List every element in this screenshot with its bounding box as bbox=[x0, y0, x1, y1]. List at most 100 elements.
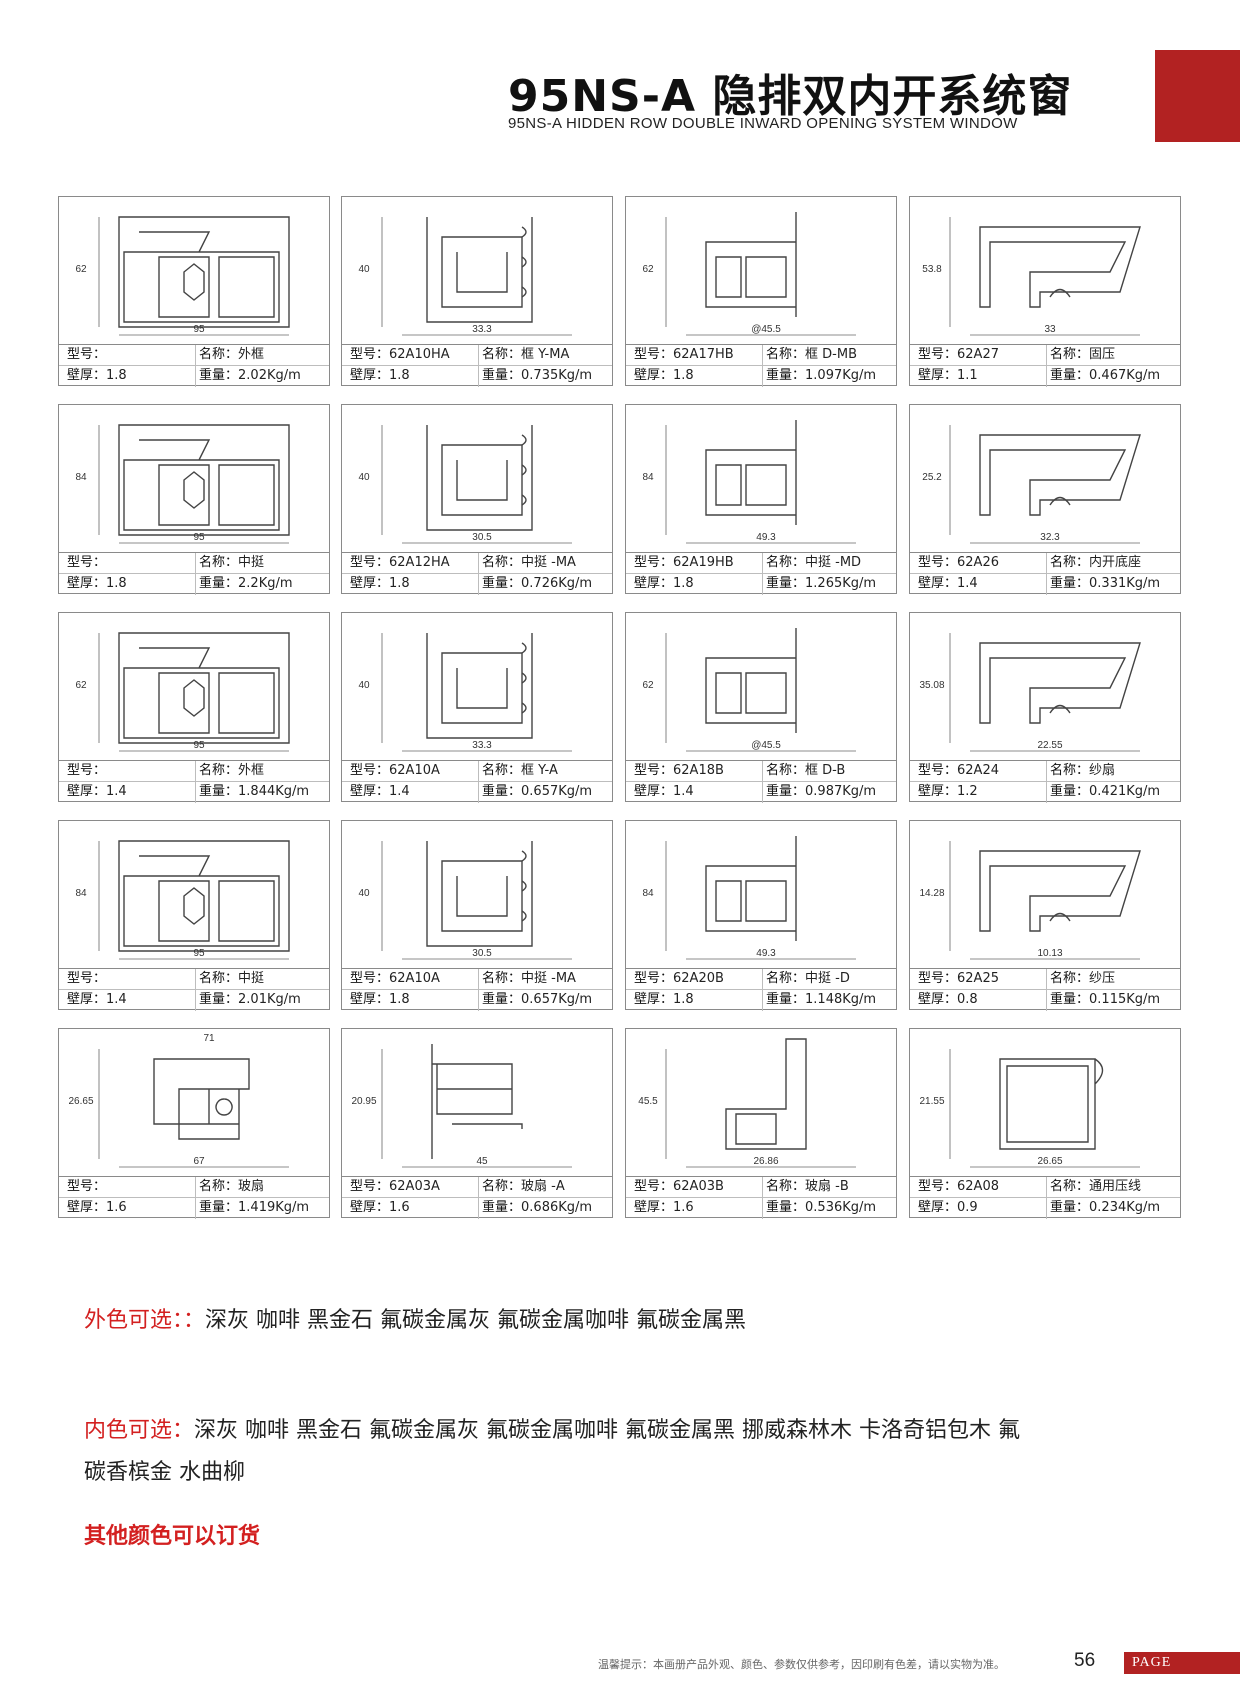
thickness-value: 1.8 bbox=[673, 992, 694, 1007]
name-label: 名称： bbox=[199, 555, 239, 570]
name-cell: 名称：纱压 bbox=[1050, 969, 1180, 989]
dimension-label: 22.55 bbox=[1037, 740, 1062, 751]
page-subtitle: 95NS-A HIDDEN ROW DOUBLE INWARD OPENING … bbox=[508, 115, 1018, 132]
cell-divider bbox=[195, 1198, 196, 1219]
model-label: 型号： bbox=[918, 555, 958, 570]
thickness-value: 1.8 bbox=[389, 368, 410, 383]
weight-label: 重量： bbox=[766, 576, 806, 591]
model-value: 62A27 bbox=[957, 347, 999, 362]
name-label: 名称： bbox=[766, 555, 806, 570]
dimension-label: 20.95 bbox=[351, 1096, 376, 1107]
cell-divider bbox=[478, 1198, 479, 1219]
weight-value: 1.419Kg/m bbox=[238, 1200, 310, 1215]
name-label: 名称： bbox=[482, 1179, 522, 1194]
weight-cell: 重量：2.2Kg/m bbox=[199, 574, 329, 594]
name-label: 名称： bbox=[199, 763, 239, 778]
name-cell: 名称：外框 bbox=[199, 761, 329, 781]
thickness-cell: 壁厚：1.6 bbox=[67, 1198, 197, 1218]
name-label: 名称： bbox=[199, 971, 239, 986]
thickness-label: 壁厚： bbox=[350, 784, 390, 799]
weight-value: 0.657Kg/m bbox=[521, 784, 593, 799]
thickness-label: 壁厚： bbox=[918, 784, 958, 799]
cell-divider bbox=[762, 553, 763, 574]
name-label: 名称： bbox=[1050, 555, 1090, 570]
dimension-label: 40 bbox=[358, 472, 370, 483]
name-cell: 名称：框 D-MB bbox=[766, 345, 896, 365]
dimension-label: 67 bbox=[193, 1156, 205, 1167]
weight-value: 2.2Kg/m bbox=[238, 576, 293, 591]
model-label: 型号： bbox=[634, 1179, 674, 1194]
weight-label: 重量： bbox=[199, 368, 239, 383]
weight-value: 1.148Kg/m bbox=[805, 992, 877, 1007]
weight-label: 重量： bbox=[1050, 368, 1090, 383]
dimension-label: 33.3 bbox=[472, 324, 492, 335]
weight-value: 0.115Kg/m bbox=[1089, 992, 1161, 1007]
thickness-value: 1.4 bbox=[389, 784, 410, 799]
spec-row-model: 型号：名称：外框 bbox=[59, 345, 329, 366]
name-label: 名称： bbox=[1050, 1179, 1090, 1194]
thickness-cell: 壁厚：0.9 bbox=[918, 1198, 1048, 1218]
name-cell: 名称：内开底座 bbox=[1050, 553, 1180, 573]
dimension-label: 95 bbox=[193, 532, 205, 543]
weight-cell: 重量：1.148Kg/m bbox=[766, 990, 896, 1010]
weight-label: 重量： bbox=[1050, 576, 1090, 591]
cell-divider bbox=[762, 345, 763, 366]
name-value: 纱扇 bbox=[1089, 763, 1116, 778]
thickness-label: 壁厚： bbox=[918, 992, 958, 1007]
model-value: 62A17HB bbox=[673, 347, 734, 362]
model-value: 62A08 bbox=[957, 1179, 999, 1194]
thickness-cell: 壁厚：1.8 bbox=[67, 366, 197, 386]
weight-cell: 重量：0.987Kg/m bbox=[766, 782, 896, 802]
name-cell: 名称：玻扇 bbox=[199, 1177, 329, 1197]
weight-cell: 重量：0.735Kg/m bbox=[482, 366, 612, 386]
model-value: 62A24 bbox=[957, 763, 999, 778]
model-cell: 型号：62A08 bbox=[918, 1177, 1048, 1197]
cell-divider bbox=[1046, 574, 1047, 595]
name-label: 名称： bbox=[482, 347, 522, 362]
name-value: 玻扇 -B bbox=[805, 1179, 849, 1194]
model-label: 型号： bbox=[918, 1179, 958, 1194]
outer-color-options: 外色可选：：深灰 咖啡 黑金石 氟碳金属灰 氟碳金属咖啡 氟碳金属黑 bbox=[84, 1300, 746, 1342]
thickness-value: 0.9 bbox=[957, 1200, 978, 1215]
weight-cell: 重量：0.536Kg/m bbox=[766, 1198, 896, 1218]
name-value: 内开底座 bbox=[1089, 555, 1142, 570]
other-colors-note: 其他颜色可以订货 bbox=[84, 1524, 261, 1549]
inner-color-options: 内色可选：深灰 咖啡 黑金石 氟碳金属灰 氟碳金属咖啡 氟碳金属黑 挪威森林木 … bbox=[84, 1410, 1020, 1452]
model-label: 型号： bbox=[67, 555, 107, 570]
dimension-label: 26.65 bbox=[1037, 1156, 1062, 1167]
thickness-cell: 壁厚：1.4 bbox=[350, 782, 480, 802]
thickness-label: 壁厚： bbox=[918, 576, 958, 591]
model-label: 型号： bbox=[350, 555, 390, 570]
model-label: 型号： bbox=[918, 971, 958, 986]
weight-label: 重量： bbox=[766, 1200, 806, 1215]
name-value: 中挺 -MD bbox=[805, 555, 862, 570]
thickness-cell: 壁厚：1.6 bbox=[350, 1198, 480, 1218]
name-cell: 名称：固压 bbox=[1050, 345, 1180, 365]
cell-divider bbox=[762, 969, 763, 990]
thickness-cell: 壁厚：1.8 bbox=[634, 574, 764, 594]
cell-divider bbox=[762, 1177, 763, 1198]
